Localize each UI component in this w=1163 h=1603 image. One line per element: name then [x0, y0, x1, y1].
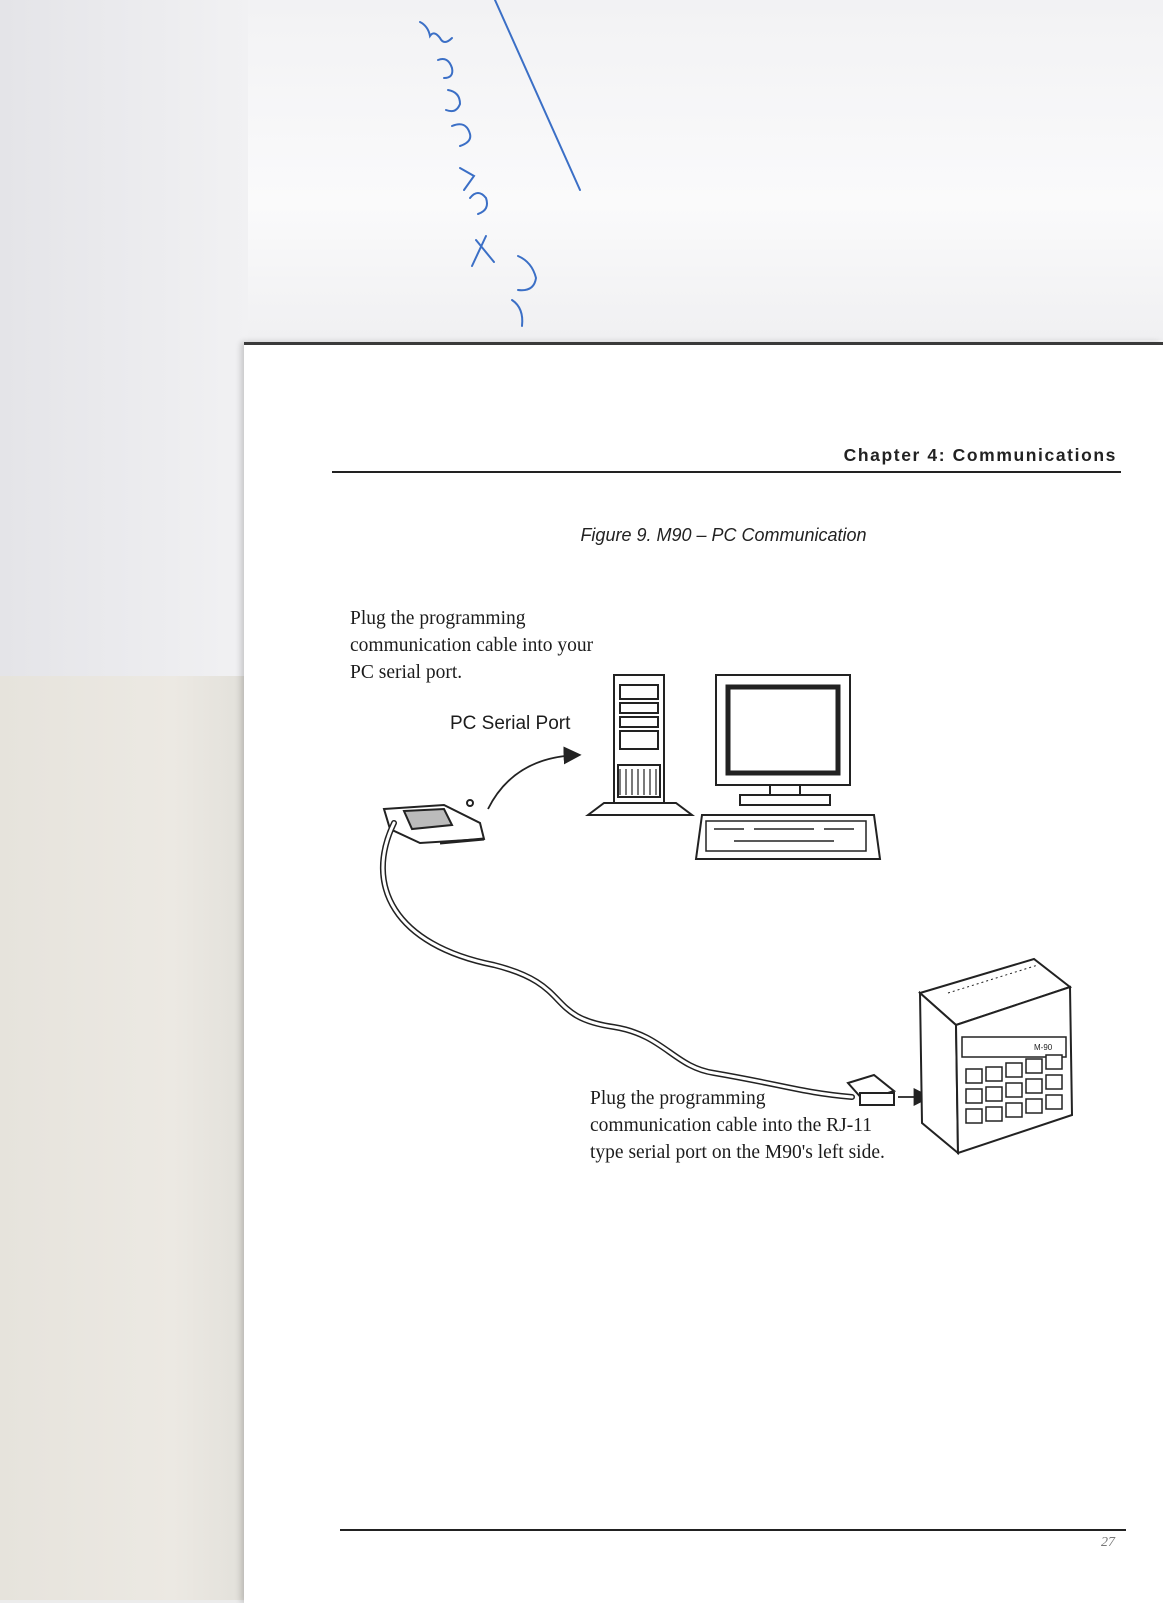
port-arrow	[487, 746, 582, 810]
chapter-header: Chapter 4: Communications	[843, 445, 1117, 465]
handwritten-signature	[419, 0, 581, 327]
page-number: 27	[1101, 1535, 1115, 1550]
left-shadow	[0, 0, 248, 676]
communication-cable	[379, 820, 855, 1100]
connection-diagram: M-90	[379, 674, 1074, 1156]
header-rule	[332, 471, 1121, 473]
pc-instruction-note: Plug the programming communication cable…	[350, 608, 594, 683]
monitor-icon	[715, 674, 851, 806]
document-page: Chapter 4: Communications Figure 9. M90 …	[244, 342, 1163, 1603]
beige-panel	[0, 676, 248, 1600]
m90-controller-icon	[917, 957, 1074, 1156]
pc-serial-port-label: PC Serial Port	[450, 713, 571, 734]
m90-model-label: M-90	[1034, 1043, 1053, 1052]
serial-connector-icon	[382, 799, 486, 845]
plc-instruction-note: Plug the programming communication cable…	[590, 1088, 885, 1163]
rj11-plug-icon	[846, 1073, 897, 1106]
figure-title: Figure 9. M90 – PC Communication	[580, 525, 867, 545]
pc-tower-icon	[585, 674, 695, 816]
keyboard-icon	[694, 814, 882, 860]
footer-rule	[340, 1529, 1126, 1531]
